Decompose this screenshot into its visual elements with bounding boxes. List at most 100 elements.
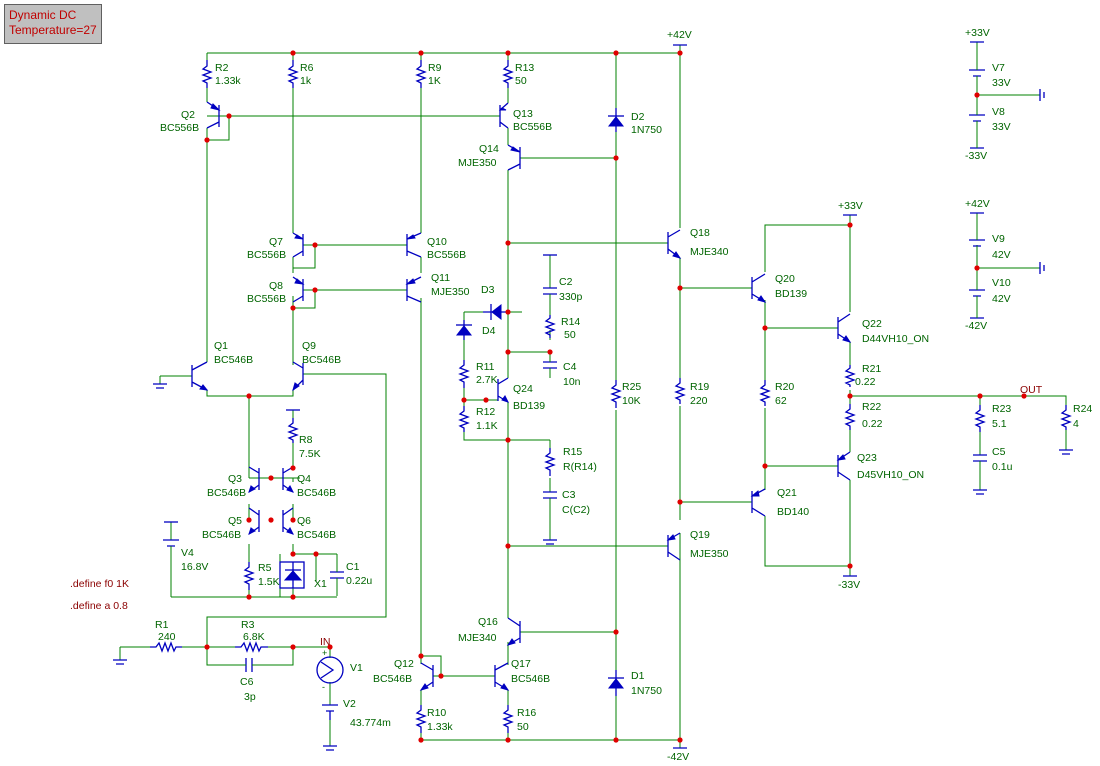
net-label-neg42-bottom: -42V [667, 751, 689, 763]
transistor-q16-symbol [506, 617, 521, 646]
q14-value: MJE350 [458, 157, 497, 169]
transistor-q2-symbol [206, 101, 221, 129]
capacitors [240, 287, 987, 672]
q2-ref: Q2 [181, 109, 195, 121]
transistor-q17-symbol [494, 662, 510, 691]
r6-ref: R6 [300, 62, 314, 74]
r24-ref: R24 [1073, 403, 1092, 415]
voltage-source-v4-symbol [163, 539, 179, 570]
analysis-mode-box: Dynamic DC Temperature=27 [4, 4, 102, 44]
v8-value: 33V [992, 121, 1011, 133]
transistors [191, 101, 852, 691]
q18-ref: Q18 [690, 227, 710, 239]
r14-ref: R14 [561, 316, 580, 328]
resistor-r20-symbol [759, 380, 771, 406]
r1-ref: R1 [155, 619, 169, 631]
net-label-neg33-supply: -33V [965, 150, 987, 162]
resistor-r22-symbol [844, 404, 856, 430]
voltage-source-v9-symbol [969, 220, 985, 268]
q21-ref: Q21 [777, 487, 797, 499]
resistor-r11-symbol [458, 360, 470, 388]
c1-ref: C1 [346, 561, 360, 573]
d2-ref: D2 [631, 111, 645, 123]
r13-ref: R13 [515, 62, 534, 74]
q23-value: D45VH10_ON [857, 469, 924, 481]
transistor-q4-symbol [282, 466, 294, 493]
v7-value: 33V [992, 77, 1011, 89]
resistor-r2-symbol [201, 60, 213, 88]
net-label-pos42-top: +42V [667, 29, 692, 41]
transistor-q18-symbol [667, 229, 682, 259]
voltage-source-v8-symbol [969, 95, 985, 148]
transistor-q13-symbol [498, 102, 509, 129]
transistor-q3-symbol [248, 466, 260, 493]
diode-d4-symbol [455, 320, 473, 340]
resistor-r21-symbol [844, 365, 856, 387]
q17-ref: Q17 [511, 658, 531, 670]
r19-ref: R19 [690, 381, 709, 393]
v1-ref: V1 [350, 662, 363, 674]
zener-x1-symbol [279, 561, 305, 589]
transistor-q12-symbol [419, 662, 434, 691]
q16-ref: Q16 [478, 616, 498, 628]
q3-ref: Q3 [228, 473, 242, 485]
c3-ref: C3 [562, 489, 576, 501]
net-label-pos33-supply: +33V [965, 27, 990, 39]
r20-value: 62 [775, 395, 787, 407]
q1-ref: Q1 [214, 340, 228, 352]
v7-ref: V7 [992, 62, 1005, 74]
v10-ref: V10 [992, 277, 1011, 289]
r13-value: 50 [515, 75, 527, 87]
q2-value: BC556B [160, 122, 199, 134]
v2-value: 43.774m [350, 717, 391, 729]
q7-value: BC556B [247, 249, 286, 261]
capacitor-c6-symbol [245, 658, 253, 672]
svg-text:-: - [322, 682, 325, 692]
q1-value: BC546B [214, 354, 253, 366]
r24-value: 4 [1073, 418, 1079, 430]
transistor-q5-symbol [248, 507, 260, 535]
q6-value: BC546B [297, 529, 336, 541]
q19-ref: Q19 [690, 529, 710, 541]
c2-value: 330p [559, 291, 583, 303]
r9-value: 1K [428, 75, 441, 87]
q14-ref: Q14 [479, 143, 499, 155]
r22-ref: R22 [862, 401, 881, 413]
v4-value: 16.8V [181, 561, 208, 573]
q24-value: BD139 [513, 400, 545, 412]
resistor-r24-symbol [1060, 405, 1072, 430]
directive-a: .define a 0.8 [70, 600, 128, 612]
c6-ref: C6 [240, 676, 254, 688]
resistor-r16-symbol [502, 705, 514, 733]
q20-value: BD139 [775, 288, 807, 300]
q5-ref: Q5 [228, 515, 242, 527]
transistor-q6-symbol [282, 507, 294, 535]
d2-value: 1N750 [631, 124, 662, 136]
c4-value: 10n [563, 376, 581, 388]
q8-ref: Q8 [269, 280, 283, 292]
diode-d1-symbol [607, 670, 625, 696]
d4-ref: D4 [482, 325, 496, 337]
junction-dots [204, 50, 1027, 743]
q4-value: BC546B [297, 487, 336, 499]
component-labels: R2 1.33k Q2 BC556B R6 1k R9 1K R13 50 Q1… [155, 62, 1092, 733]
q9-value: BC546B [302, 354, 341, 366]
r14-value: 50 [564, 329, 576, 341]
resistor-r9-symbol [415, 60, 427, 88]
capacitor-c2-symbol [543, 287, 557, 295]
c3-value: C(C2) [562, 504, 590, 516]
d1-ref: D1 [631, 670, 645, 682]
resistor-r19-symbol [674, 378, 686, 404]
c5-ref: C5 [992, 446, 1006, 458]
transistor-q9-symbol [292, 361, 304, 392]
r15-ref: R15 [563, 446, 582, 458]
q17-value: BC546B [511, 673, 550, 685]
q10-ref: Q10 [427, 236, 447, 248]
directive-f0: .define f0 1K [70, 578, 129, 590]
transistor-q20-symbol [751, 273, 767, 303]
r21-value: 0.22 [855, 376, 876, 388]
transistor-q1-symbol [191, 361, 209, 391]
r1-value: 240 [158, 631, 176, 643]
resistor-r5-symbol [243, 562, 255, 590]
